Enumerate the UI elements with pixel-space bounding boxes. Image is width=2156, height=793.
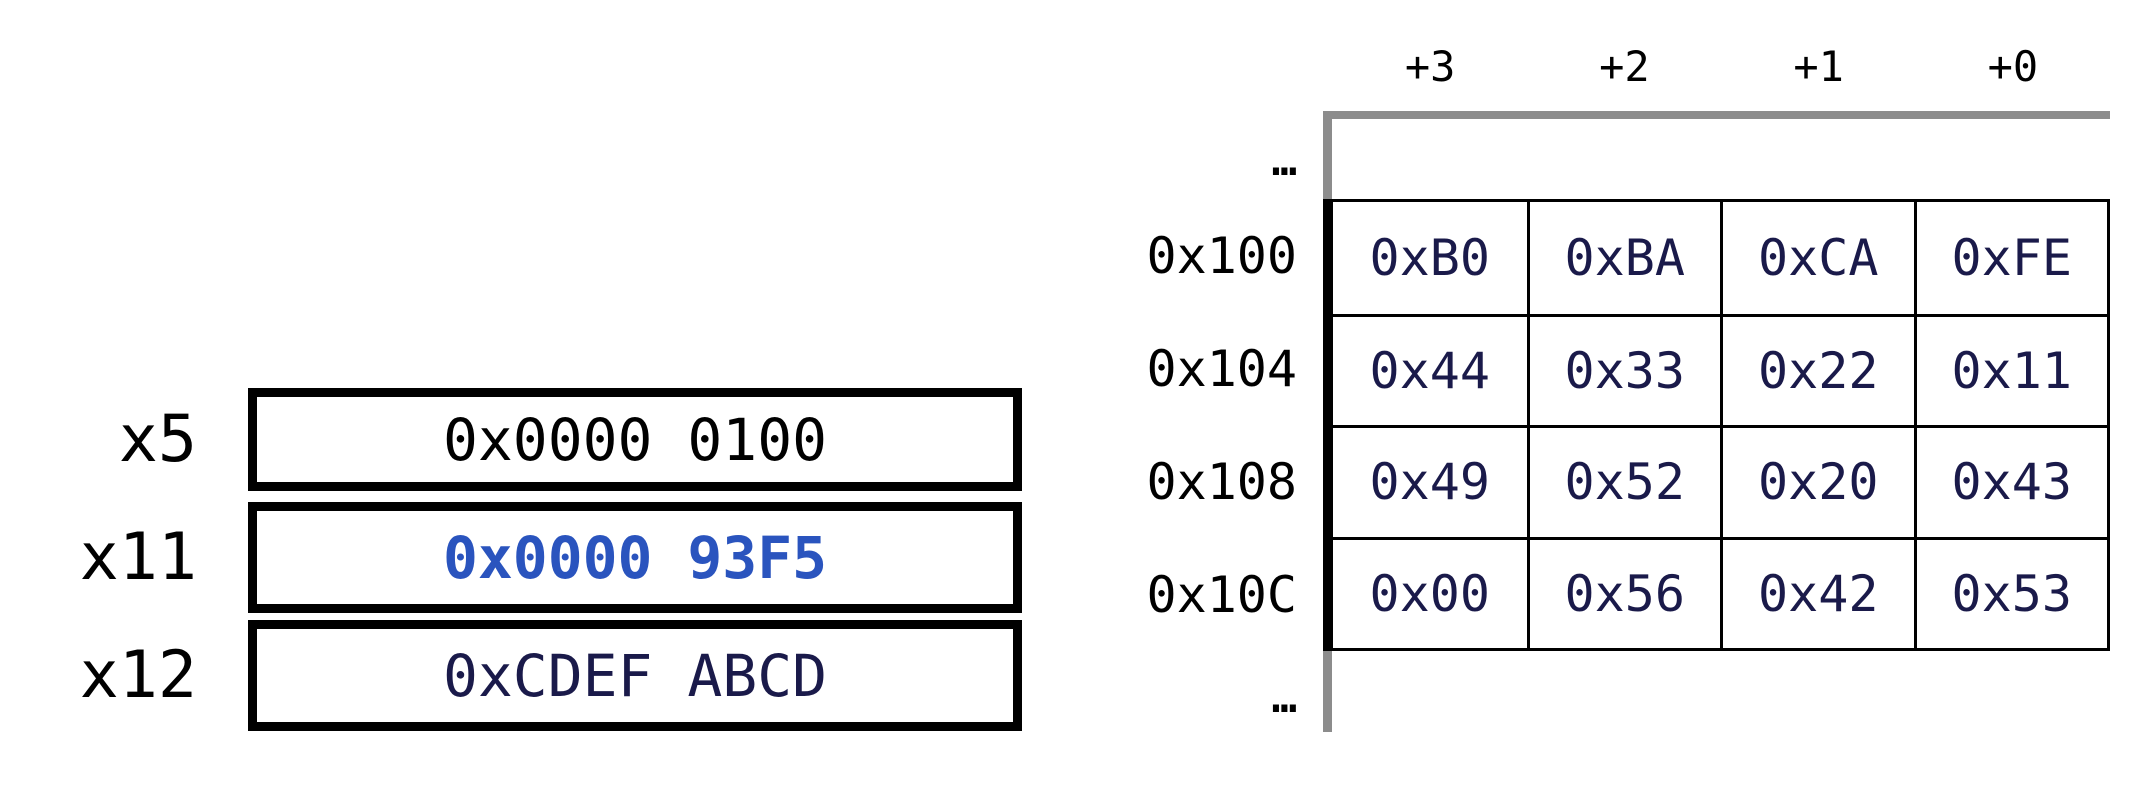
- offset-header-plus1: +1: [1793, 41, 1844, 91]
- memory-cell: 0x56: [1526, 536, 1720, 648]
- memory-cell: 0x42: [1720, 536, 1914, 648]
- memory-table: 0xB0 0xBA 0xCA 0xFE 0x44 0x33 0x22 0x11 …: [1323, 199, 2110, 651]
- register-value-x12: 0xCDEF ABCD: [442, 641, 828, 710]
- memory-ellipsis-bottom: …: [1271, 672, 1297, 722]
- register-row-x12: x12 0xCDEF ABCD: [40, 620, 1022, 731]
- memory-address-column: 0x100 0x104 0x108 0x10C: [1020, 199, 1297, 651]
- memory-cell: 0x11: [1913, 313, 2107, 425]
- register-label-x12: x12: [79, 638, 197, 713]
- address-label-0x100: 0x100: [1146, 226, 1297, 285]
- memory-cell: 0x33: [1526, 313, 1720, 425]
- memory-ellipsis-top: …: [1271, 135, 1297, 185]
- register-box-x12: 0xCDEF ABCD: [248, 620, 1022, 731]
- memory-cell: 0xBA: [1526, 202, 1721, 314]
- memory-cell: 0xB0: [1369, 228, 1490, 287]
- memory-cell: 0x53: [1913, 536, 2107, 648]
- memory-top-rule: [1323, 111, 2110, 119]
- offset-header-plus3: +3: [1404, 41, 1456, 91]
- register-row-x11: x11 0x0000 93F5: [40, 502, 1022, 613]
- memory-cell: 0x49: [1333, 425, 1527, 537]
- memory-cell: 0xFE: [1913, 202, 2108, 314]
- memory-cell: 0x44: [1333, 313, 1527, 426]
- register-label-x5: x5: [118, 402, 197, 477]
- memory-cell: 0x00: [1333, 536, 1527, 649]
- memory-cell: 0xCA: [1720, 202, 1914, 314]
- offset-header-plus0: +0: [1987, 41, 2039, 91]
- register-box-x11: 0x0000 93F5: [248, 502, 1022, 613]
- memory-offset-headers: +3 +2 +1 +0: [1333, 36, 2110, 96]
- address-label-0x10C: 0x10C: [1146, 565, 1297, 624]
- memory-cell: 0x22: [1720, 313, 1914, 425]
- address-label-0x104: 0x104: [1146, 339, 1297, 398]
- offset-header-plus2: +2: [1599, 41, 1650, 91]
- memory-cell: 0x52: [1526, 425, 1720, 537]
- register-value-x5: 0x0000 0100: [442, 405, 828, 474]
- memory-cell: 0x20: [1720, 425, 1914, 537]
- memory-cell: 0x43: [1913, 425, 2107, 537]
- register-box-x5: 0x0000 0100: [248, 388, 1022, 491]
- address-label-0x108: 0x108: [1146, 452, 1297, 511]
- register-row-x5: x5 0x0000 0100: [40, 388, 1022, 491]
- register-label-x11: x11: [79, 520, 197, 595]
- register-value-x11: 0x0000 93F5: [442, 523, 828, 592]
